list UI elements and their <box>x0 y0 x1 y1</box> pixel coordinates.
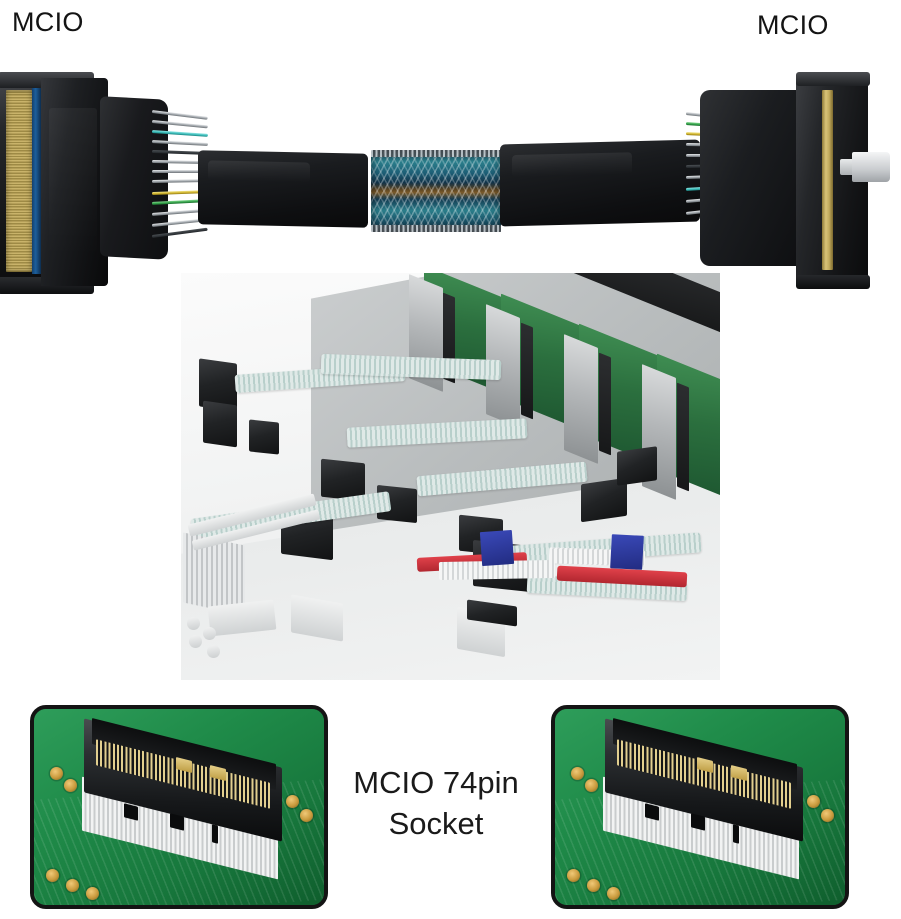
wire <box>151 110 208 120</box>
cable-assembly-photo <box>0 60 901 295</box>
mcio-connector-left <box>0 72 108 294</box>
socket-photo-left <box>30 705 328 909</box>
pcb-via <box>50 767 63 780</box>
capacitor <box>187 617 200 630</box>
label-mcio-right: MCIO <box>757 10 829 40</box>
connector-body-left <box>41 78 108 286</box>
braid-edge-bottom <box>371 225 501 232</box>
pcb-via <box>571 767 584 780</box>
pcb-card-edge <box>521 322 533 420</box>
socket-notch <box>733 824 739 844</box>
wire <box>151 140 209 146</box>
connector-flange-top-right <box>796 72 870 86</box>
capacitor <box>189 635 202 648</box>
cable-sleeve-right <box>500 139 700 227</box>
connector-block <box>617 446 657 486</box>
cable-braided-center <box>371 150 501 232</box>
pcb-via <box>300 809 313 822</box>
pcb-via <box>66 879 79 892</box>
pcb-card-edge <box>599 352 611 456</box>
wire <box>151 227 208 238</box>
pcb-via <box>46 869 59 882</box>
connector-block <box>203 400 237 448</box>
label-mcio-left: MCIO <box>12 7 84 37</box>
connector-blue-stripe-left <box>32 88 41 274</box>
wire-fan-left <box>151 106 212 252</box>
pcb-via <box>64 779 77 792</box>
wire <box>151 130 208 137</box>
socket-caption: MCIO 74pin Socket <box>320 763 552 845</box>
pcb-via <box>585 779 598 792</box>
pcb-via <box>821 809 834 822</box>
strain-relief-boot-right <box>700 90 808 266</box>
socket-photo-right <box>551 705 849 909</box>
pull-tab-blue <box>610 534 644 570</box>
socket-caption-line2: Socket <box>388 805 484 841</box>
pull-tab-blue <box>479 529 515 567</box>
connector-block <box>249 419 279 455</box>
wire <box>152 170 208 173</box>
pcb-card-edge <box>677 382 689 492</box>
latch-release-tab-right <box>852 152 890 182</box>
braid-edge-top <box>371 150 501 157</box>
application-render-image <box>181 273 720 680</box>
pcb-bracket <box>564 334 598 464</box>
connector-flange-bottom-right <box>796 275 870 289</box>
gold-contact-pins-right <box>822 90 833 270</box>
socket-notch <box>212 824 218 844</box>
capacitor <box>207 645 220 658</box>
pcb-via <box>807 795 820 808</box>
pcb-via <box>567 869 580 882</box>
gold-contact-pins-left <box>6 90 32 272</box>
capacitor <box>203 627 216 640</box>
cable-sleeve-left <box>198 150 368 228</box>
pcb-via <box>607 887 620 900</box>
pcb-via <box>86 887 99 900</box>
mcio-connector-right <box>700 72 890 289</box>
socket-caption-line1: MCIO 74pin <box>353 765 519 800</box>
pcb-via <box>587 879 600 892</box>
wire <box>151 120 208 129</box>
pcb-via <box>286 795 299 808</box>
